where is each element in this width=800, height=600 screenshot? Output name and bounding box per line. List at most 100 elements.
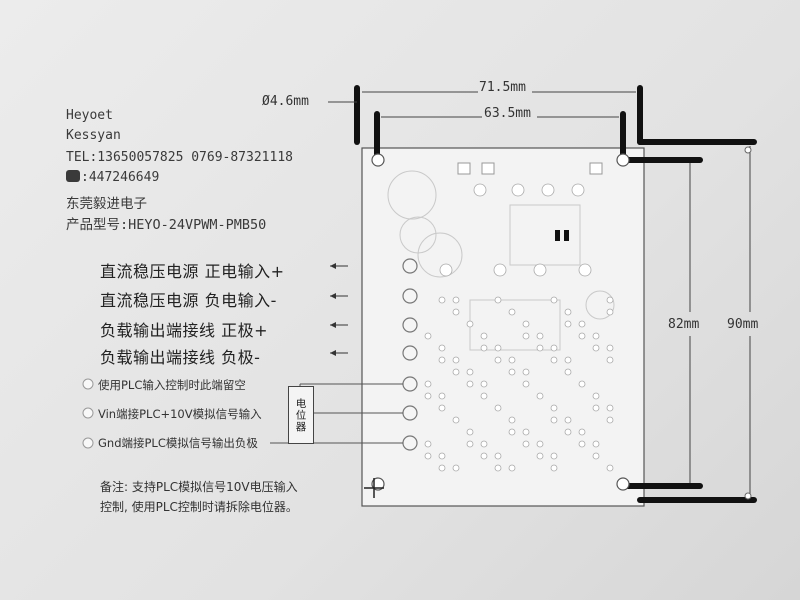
via-pad-28	[494, 356, 502, 364]
via-pad-47	[592, 392, 600, 400]
via-pad-51	[592, 404, 600, 412]
via-pad-36	[522, 368, 530, 376]
via-pad-34	[466, 368, 474, 376]
via-pad-9	[466, 320, 474, 328]
via-pad-78	[452, 464, 460, 472]
pin-label-vin-plus: 直流稳压电源 正电输入+	[100, 262, 285, 281]
qq-icon	[66, 170, 80, 182]
via-pad-17	[578, 332, 586, 340]
outer-height-label: 90mm	[727, 317, 759, 332]
plc-indicator-0	[82, 378, 94, 390]
via-pad-14	[480, 332, 488, 340]
smd-pad-2	[589, 162, 603, 175]
component-trimmer	[585, 290, 615, 320]
via-pad-71	[438, 452, 446, 460]
via-pad-50	[550, 404, 558, 412]
pin-arrow-head-0	[330, 263, 336, 269]
component-inductor	[417, 232, 463, 278]
terminal-pin-1	[402, 288, 418, 304]
contact-phone: TEL:13650057825 0769-87321118	[66, 150, 293, 165]
via-pad-77	[438, 464, 446, 472]
via-pad-63	[424, 440, 432, 448]
pin-label-plc-empty: 使用PLC输入控制时此端留空	[98, 378, 246, 392]
pin-arrow-head-1	[330, 293, 336, 299]
via-pad-55	[550, 416, 558, 424]
pin-label-load-plus: 负载输出端接线 正极+	[100, 321, 268, 340]
via-pad-18	[592, 332, 600, 340]
mounting-hole-2	[371, 477, 385, 491]
pin-arrow-head-3	[330, 350, 336, 356]
outer-width-label: 71.5mm	[479, 80, 526, 95]
via-pad-52	[606, 404, 614, 412]
via-pad-41	[522, 380, 530, 388]
terminal-pin-2	[402, 317, 418, 333]
contact-name-2: Kessyan	[66, 128, 121, 143]
pin-label-plc-gnd: Gnd端接PLC模拟信号输出负极	[98, 436, 258, 450]
plc-indicator-1	[82, 407, 94, 419]
via-pad-75	[550, 452, 558, 460]
component-mosfet-area	[509, 204, 581, 266]
inner-height-label: 82mm	[668, 317, 700, 332]
via-pad-60	[522, 428, 530, 436]
via-pad-20	[480, 344, 488, 352]
pin-label-plc-vin: Vin端接PLC+10V模拟信号输入	[98, 407, 262, 421]
via-pad-82	[606, 464, 614, 472]
through-hole-4	[439, 263, 453, 277]
via-pad-21	[494, 344, 502, 352]
plc-indicator-2	[82, 437, 94, 449]
via-pad-79	[494, 464, 502, 472]
via-pad-80	[508, 464, 516, 472]
via-pad-72	[480, 452, 488, 460]
through-hole-7	[578, 263, 592, 277]
via-pad-29	[508, 356, 516, 364]
via-pad-0	[438, 296, 446, 304]
via-pad-22	[536, 344, 544, 352]
pin-label-vin-minus: 直流稳压电源 负电输入-	[100, 291, 277, 310]
note-line-2: 控制, 使用PLC控制时请拆除电位器。	[100, 500, 298, 514]
potentiometer-label: 电位器	[294, 397, 307, 433]
via-pad-37	[564, 368, 572, 376]
company-name: 东莞毅进电子	[66, 196, 147, 212]
via-pad-57	[606, 416, 614, 424]
terminal-pin-0	[402, 258, 418, 274]
via-pad-3	[550, 296, 558, 304]
via-pad-68	[578, 440, 586, 448]
via-pad-69	[592, 440, 600, 448]
via-pad-32	[606, 356, 614, 364]
via-pad-30	[550, 356, 558, 364]
contact-name-1: Heyoet	[66, 108, 113, 123]
contact-qq: :447246649	[66, 170, 159, 185]
via-pad-8	[606, 308, 614, 316]
via-pad-59	[508, 428, 516, 436]
hole-diameter-label: Ø4.6mm	[262, 94, 309, 109]
via-pad-64	[466, 440, 474, 448]
via-pad-26	[438, 356, 446, 364]
via-pad-67	[536, 440, 544, 448]
via-pad-42	[578, 380, 586, 388]
via-pad-53	[452, 416, 460, 424]
led-mark-2	[564, 230, 569, 241]
terminal-pin-4	[402, 376, 418, 392]
via-pad-74	[536, 452, 544, 460]
through-hole-0	[473, 183, 487, 197]
via-pad-45	[480, 392, 488, 400]
through-hole-5	[493, 263, 507, 277]
via-pad-27	[452, 356, 460, 364]
via-pad-35	[508, 368, 516, 376]
via-pad-12	[578, 320, 586, 328]
smd-pad-0	[457, 162, 471, 175]
via-pad-56	[564, 416, 572, 424]
via-pad-38	[424, 380, 432, 388]
via-pad-39	[466, 380, 474, 388]
note-line-1: 备注: 支持PLC模拟信号10V电压输入	[100, 480, 298, 494]
pin-label-load-minus: 负载输出端接线 负极-	[100, 348, 261, 367]
led-mark-1	[555, 230, 560, 241]
via-pad-31	[564, 356, 572, 364]
potentiometer-box: 电位器	[288, 386, 314, 444]
terminal-pin-5	[402, 405, 418, 421]
through-hole-2	[541, 183, 555, 197]
via-pad-81	[550, 464, 558, 472]
via-pad-49	[494, 404, 502, 412]
via-pad-65	[480, 440, 488, 448]
